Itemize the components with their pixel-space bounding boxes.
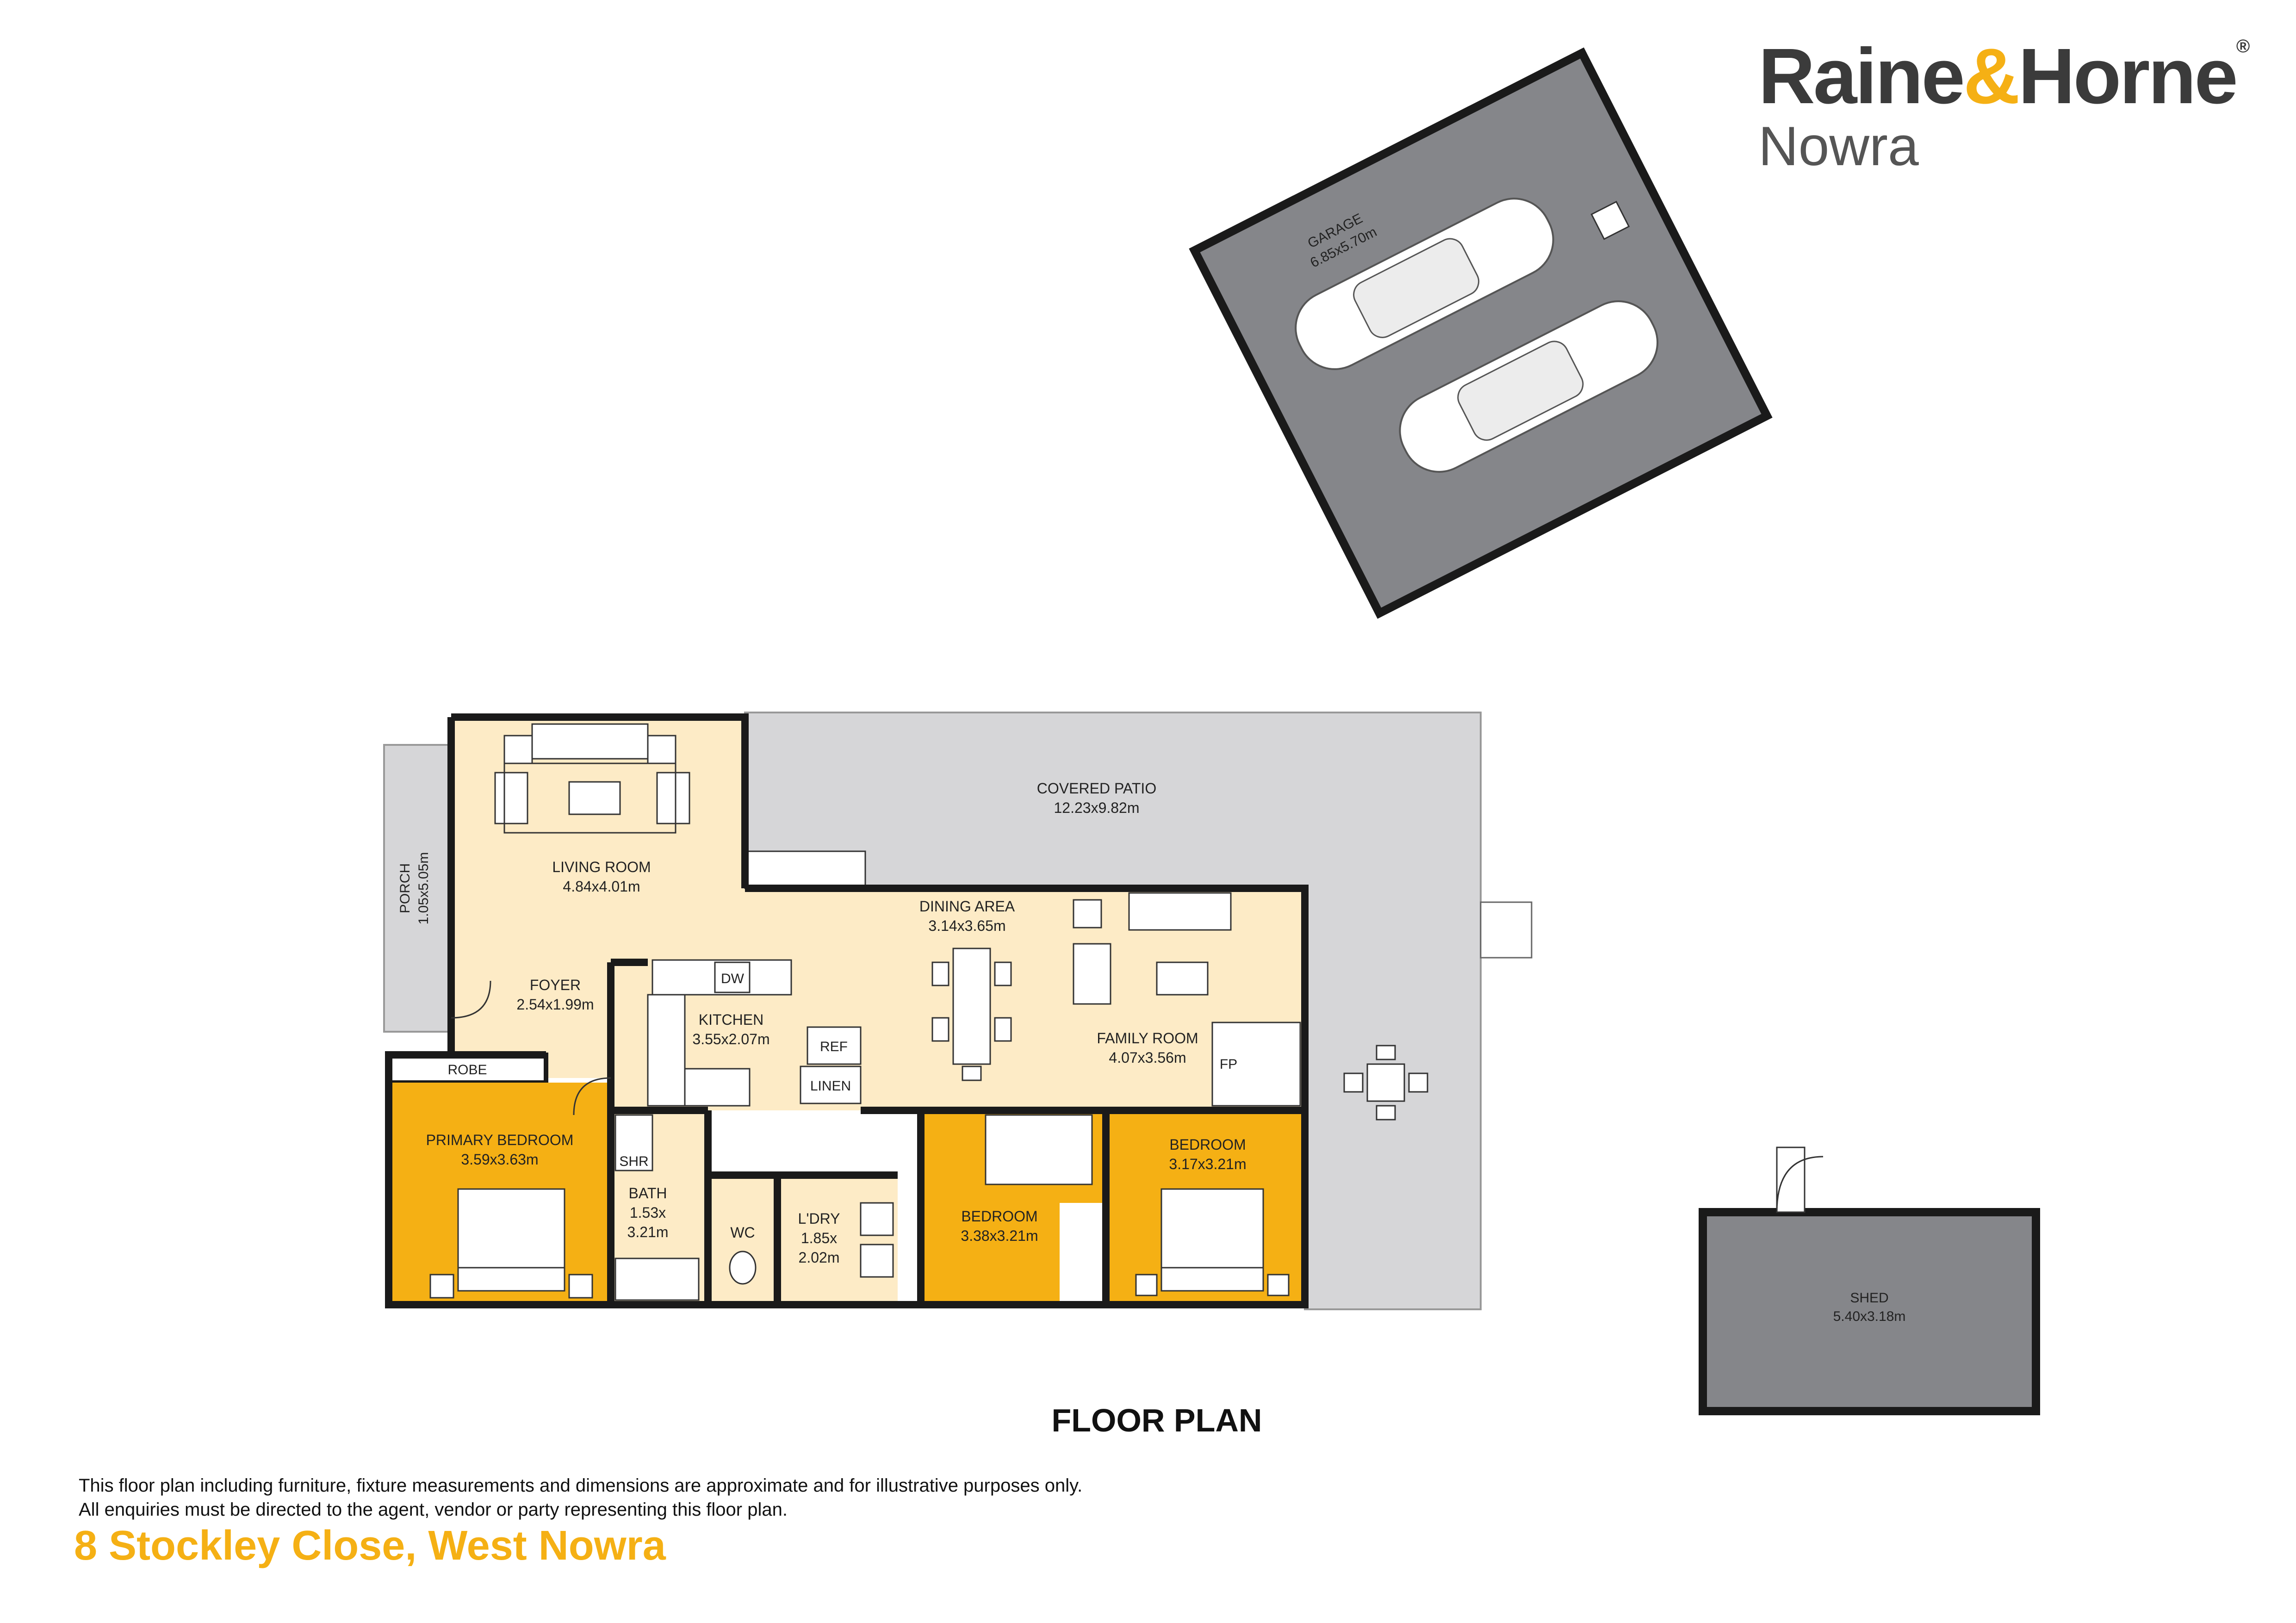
house-walls xyxy=(385,713,1309,1308)
family-room-name: FAMILY ROOM xyxy=(1097,1030,1198,1047)
bath-name: BATH xyxy=(629,1185,667,1202)
fridge-label: REF xyxy=(820,1039,848,1054)
garage: GARAGE 6.85x5.70m xyxy=(1189,47,1773,619)
robe: ROBE xyxy=(386,1053,548,1085)
fireplace-label: FP xyxy=(1220,1057,1237,1072)
brand-wordmark: Raine&Horne® xyxy=(1758,32,2250,120)
shower-label: SHR xyxy=(619,1154,648,1169)
dining-area-dims: 3.14x3.65m xyxy=(928,917,1005,934)
family-sofa-icon xyxy=(1073,892,1232,1005)
dishwasher-label: DW xyxy=(721,971,745,986)
car-icon xyxy=(1295,198,1554,370)
porch-dims: 1.05x5.05m xyxy=(416,852,431,925)
foyer-dims: 2.54x1.99m xyxy=(516,996,594,1013)
disclaimer: This floor plan including furniture, fix… xyxy=(79,1474,1282,1522)
kitchen-name: KITCHEN xyxy=(699,1011,763,1028)
laundry-dims-1: 1.85x xyxy=(801,1230,837,1246)
linen-cupboard xyxy=(800,1065,862,1104)
robe-name: ROBE xyxy=(447,1062,487,1078)
laundry-dims-2: 2.02m xyxy=(799,1249,840,1266)
house-interior: LIVING ROOM 4.84x4.01m DINING AREA 3.14x… xyxy=(451,717,1305,1110)
living-room-dims: 4.84x4.01m xyxy=(563,878,640,895)
dining-table-icon xyxy=(931,948,1012,1081)
dishwasher xyxy=(714,961,751,993)
bathtub xyxy=(614,1258,700,1301)
foyer-name: FOYER xyxy=(530,977,581,993)
covered-patio-dims: 12.23x9.82m xyxy=(1054,799,1139,816)
disclaimer-line-1: This floor plan including furniture, fix… xyxy=(79,1475,1083,1496)
primary-bedroom-name: PRIMARY BEDROOM xyxy=(426,1132,574,1148)
toilet-icon xyxy=(729,1251,757,1285)
bedroom2-name: BEDROOM xyxy=(961,1208,1037,1225)
outdoor-table-icon xyxy=(1343,1045,1428,1121)
sofa-icon xyxy=(494,723,690,834)
living-room-name: LIVING ROOM xyxy=(552,859,651,875)
bed-icon xyxy=(1135,1188,1290,1296)
porch-name: PORCH xyxy=(397,863,413,913)
fireplace xyxy=(1211,1022,1301,1107)
tv-unit xyxy=(744,850,866,889)
laundry: L'DRY 1.85x 2.02m xyxy=(777,1175,898,1305)
shed-dims: 5.40x3.18m xyxy=(1833,1309,1906,1324)
bedroom3-dims: 3.17x3.21m xyxy=(1169,1156,1246,1172)
shed: SHED 5.40x3.18m xyxy=(1699,1146,2040,1415)
brand-logo: Raine&Horne® Nowra xyxy=(1758,37,2267,177)
wc: WC xyxy=(708,1175,777,1305)
property-address: 8 Stockley Close, West Nowra xyxy=(74,1523,666,1569)
bath-dims-2: 3.21m xyxy=(627,1224,669,1240)
bed-icon xyxy=(985,1114,1093,1185)
primary-bedroom: PRIMARY BEDROOM 3.59x3.63m xyxy=(389,1083,611,1305)
family-room-dims: 4.07x3.56m xyxy=(1109,1049,1186,1066)
kitchen-dims: 3.55x2.07m xyxy=(692,1031,769,1047)
patio-steps xyxy=(1480,901,1533,959)
disclaimer-line-2: All enquiries must be directed to the ag… xyxy=(79,1499,788,1520)
bedroom3-name: BEDROOM xyxy=(1169,1136,1246,1153)
covered-patio-name: COVERED PATIO xyxy=(1037,780,1156,797)
bedroom-3: BEDROOM 3.17x3.21m xyxy=(1106,1110,1305,1305)
wc-name: WC xyxy=(730,1224,755,1241)
fridge xyxy=(807,1026,862,1065)
bath-dims-1: 1.53x xyxy=(630,1204,666,1221)
primary-bedroom-dims: 3.59x3.63m xyxy=(461,1151,538,1168)
bedroom2-dims: 3.38x3.21m xyxy=(961,1227,1038,1244)
bed-icon xyxy=(429,1188,593,1299)
brand-office: Nowra xyxy=(1758,115,1919,177)
shower xyxy=(614,1114,653,1171)
bedroom-2: BEDROOM 3.38x3.21m xyxy=(921,1110,1106,1305)
linen-label: LINEN xyxy=(810,1078,851,1094)
dining-area-name: DINING AREA xyxy=(919,898,1015,915)
car-icon xyxy=(1399,300,1659,473)
laundry-name: L'DRY xyxy=(798,1210,840,1227)
bathroom: SHR BATH 1.53x 3.21m xyxy=(611,1110,708,1305)
porch: PORCH 1.05x5.05m xyxy=(383,744,450,1033)
plan-title: FLOOR PLAN xyxy=(1051,1402,1262,1438)
shed-name: SHED xyxy=(1850,1290,1888,1306)
